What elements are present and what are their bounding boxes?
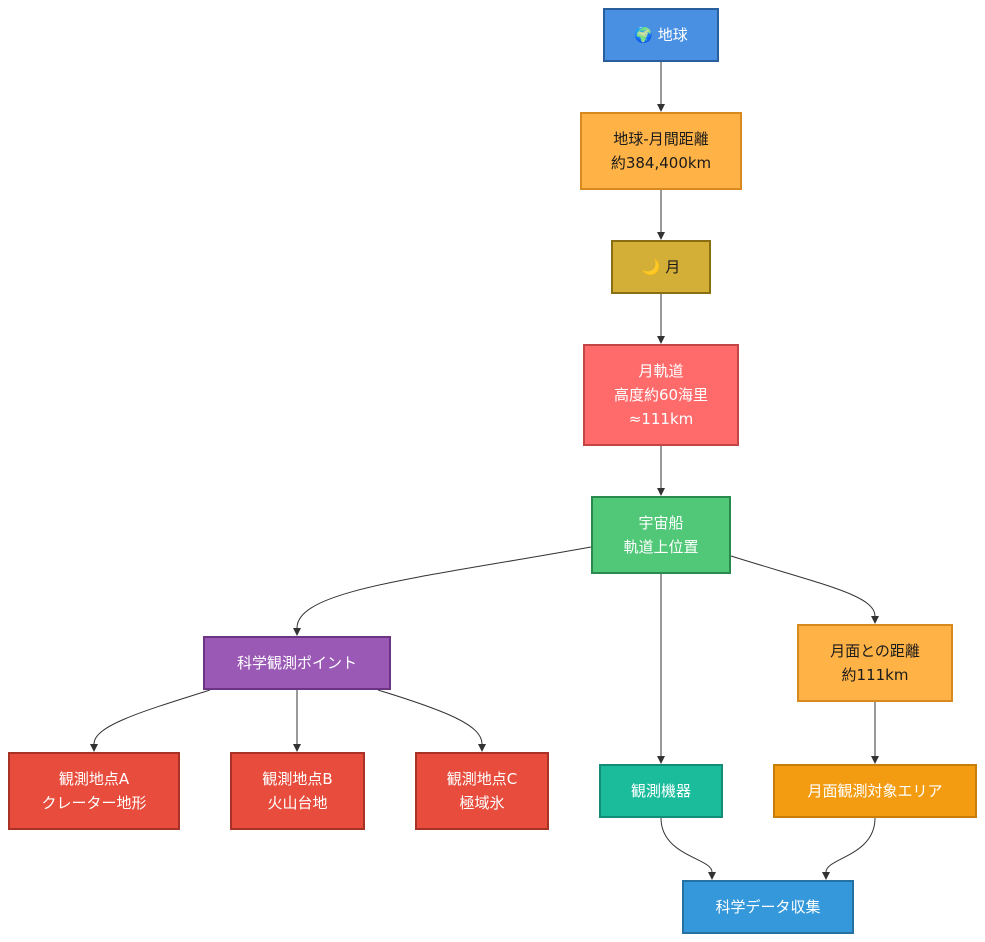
edge-ship-points [296, 546, 592, 629]
arrowhead [293, 744, 301, 752]
node-spacecraft: 宇宙船 軌道上位置 [591, 496, 731, 574]
edge-points-site-a [93, 689, 211, 745]
arrowhead [871, 616, 879, 624]
node-label-line: 観測地点A [58, 770, 130, 788]
node-surface-distance: 月面との距離 約111km [797, 624, 953, 702]
node-label-line: 観測地点B [262, 770, 333, 788]
node-label-line: 軌道上位置 [623, 538, 699, 556]
arrowhead [822, 872, 830, 880]
node-site-a: 観測地点A クレーター地形 [8, 752, 180, 830]
node-label-line: ≈111km [628, 410, 694, 428]
arrowhead [478, 744, 486, 752]
arrowhead [871, 756, 879, 764]
node-site-c: 観測地点C 極域氷 [415, 752, 549, 830]
node-label-line: 高度約60海里 [613, 386, 709, 404]
node-site-b: 観測地点B 火山台地 [230, 752, 365, 830]
node-label-line: 月面観測対象エリア [807, 782, 943, 800]
node-moon: 🌙 月 [611, 240, 711, 294]
node-instruments: 観測機器 [599, 764, 723, 818]
node-earth-moon-distance: 地球-月間距離 約384,400km [580, 112, 742, 190]
node-moon-label: 🌙 月 [641, 258, 681, 276]
arrowhead [657, 104, 665, 112]
edge-points-site-c [377, 689, 483, 745]
node-data-collection: 科学データ収集 [682, 880, 854, 934]
edge-area-collection [825, 817, 876, 873]
node-science-points: 科学観測ポイント [203, 636, 391, 690]
edge-ship-surface [730, 555, 876, 617]
node-label-line: 観測地点C [446, 770, 518, 788]
arrowhead [708, 872, 716, 880]
arrowhead [657, 488, 665, 496]
node-label-line: 科学観測ポイント [236, 654, 357, 672]
node-label-line: 極域氷 [459, 794, 505, 812]
node-label-line: 宇宙船 [638, 514, 684, 532]
node-label-line: 観測機器 [630, 782, 691, 800]
node-label-line: 月面との距離 [830, 642, 920, 660]
node-earth: 🌍 地球 [603, 8, 719, 62]
arrowhead [293, 628, 301, 636]
node-label-line: 月軌道 [638, 362, 684, 380]
node-label-line: 約384,400km [610, 154, 712, 172]
arrowhead [657, 756, 665, 764]
arrowhead [90, 744, 98, 752]
node-earth-label: 🌍 地球 [634, 26, 688, 44]
node-label-line: 火山台地 [267, 794, 328, 812]
node-label-line: 科学データ収集 [715, 898, 821, 916]
node-lunar-orbit: 月軌道 高度約60海里 ≈111km [583, 344, 739, 446]
node-label-line: 約111km [841, 666, 909, 684]
node-label-line: クレーター地形 [41, 794, 147, 812]
node-target-area: 月面観測対象エリア [773, 764, 977, 818]
arrowhead [657, 336, 665, 344]
node-label-line: 地球-月間距離 [613, 130, 709, 148]
edge-instruments-collection [660, 817, 713, 873]
arrowhead [657, 232, 665, 240]
